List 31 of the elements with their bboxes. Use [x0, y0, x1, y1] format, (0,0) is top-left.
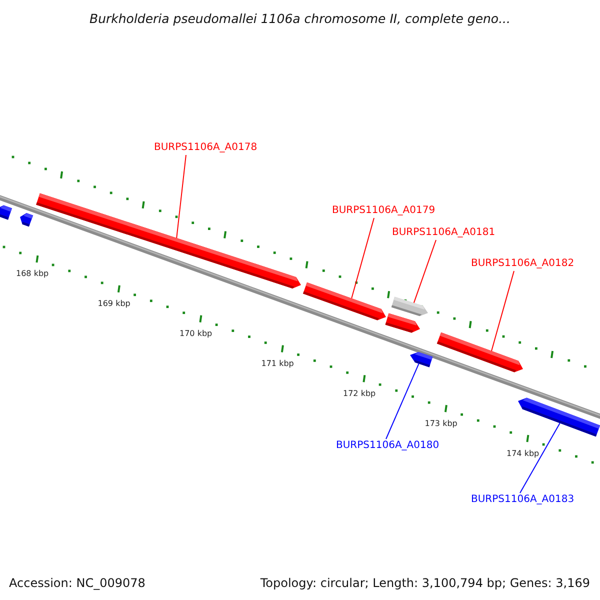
gene-feature — [385, 313, 420, 333]
leader-line — [520, 422, 560, 494]
gene-feature — [20, 213, 34, 227]
position-label: 168 kbp — [16, 269, 49, 280]
gene-label: BURPS1106A_A0180 — [336, 440, 440, 452]
gene-feature — [36, 193, 301, 288]
leader-line — [386, 363, 420, 440]
leader-line — [351, 218, 374, 299]
gene-feature — [410, 352, 433, 368]
gene-label: BURPS1106A_A0182 — [471, 258, 574, 270]
leader-line — [176, 154, 186, 238]
gene-label: BURPS1106A_A0178 — [154, 142, 258, 154]
accession-text: Accession: NC_009078 — [9, 575, 146, 592]
gene-feature — [303, 282, 386, 320]
position-label: 169 kbp — [98, 298, 130, 309]
title: Burkholderia pseudomallei 1106a chromosome II, complete geno... — [88, 10, 512, 28]
leader-line — [413, 240, 436, 304]
position-label: 170 kbp — [180, 328, 212, 339]
leader-line — [491, 270, 514, 352]
gene-label: BURPS1106A_A0181 — [392, 227, 496, 239]
position-label: 171 kbp — [261, 358, 294, 369]
position-label: 173 kbp — [424, 418, 458, 429]
position-label: 172 kbp — [343, 388, 376, 399]
gene-label: BURPS1106A_A0183 — [471, 494, 574, 506]
gene-feature — [0, 205, 12, 220]
position-label: 174 kbp — [506, 448, 540, 459]
gene-feature — [436, 332, 523, 372]
gene-feature — [391, 296, 428, 316]
gene-label: BURPS1106A_A0179 — [332, 205, 436, 217]
genome-info-text: Topology: circular; Length: 3,100,794 bp; Genes: 3,169 — [260, 575, 590, 592]
gene-feature — [518, 398, 600, 437]
